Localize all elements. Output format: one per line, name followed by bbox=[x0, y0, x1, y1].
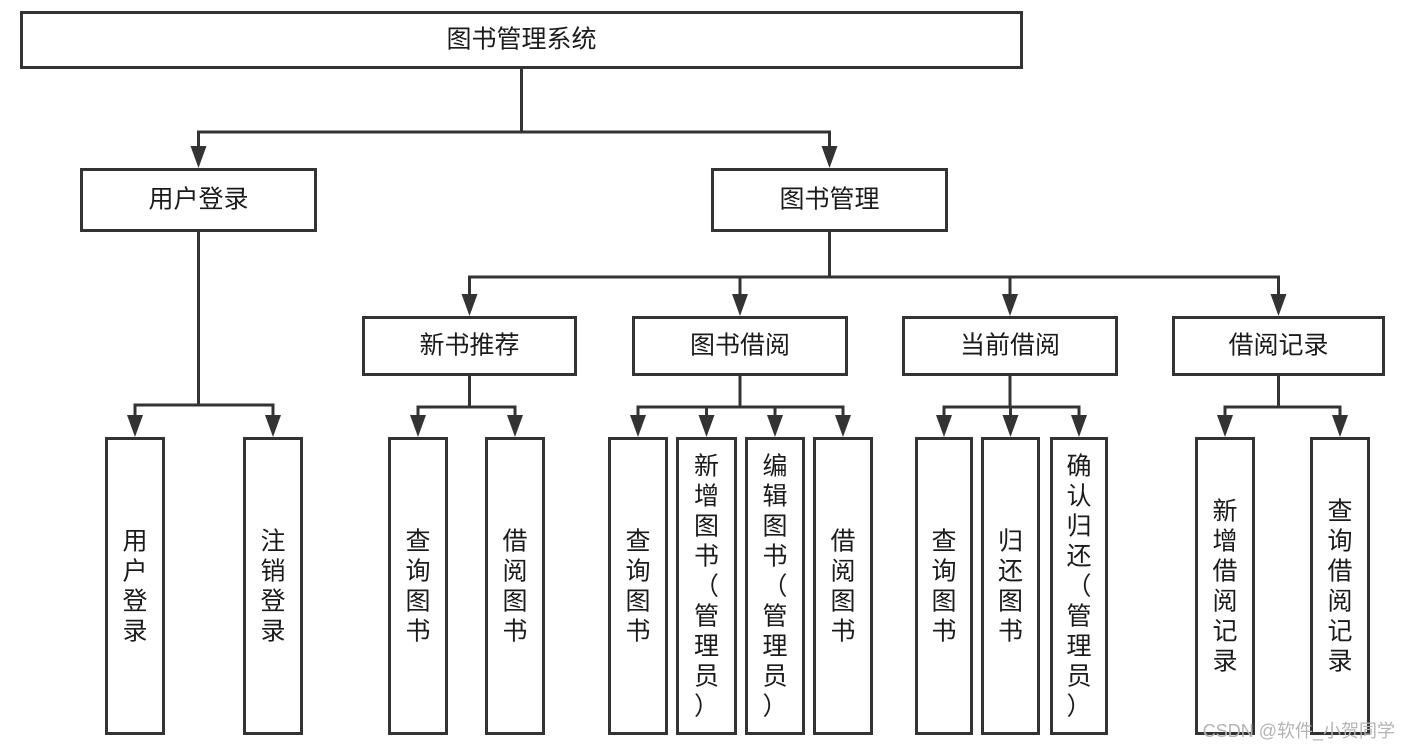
node-box[interactable] bbox=[243, 437, 303, 735]
node-leaf-8[interactable]: 查询图书 bbox=[915, 437, 973, 735]
node-label: 查询图书 bbox=[405, 527, 430, 645]
node-layer: 图书管理系统用户登录图书管理新书推荐图书借阅当前借阅借阅记录用户登录注销登录查询… bbox=[20, 11, 1385, 735]
node-label: 借阅图书 bbox=[502, 527, 527, 645]
node-box[interactable] bbox=[105, 437, 165, 735]
edge-group-l3-0 bbox=[410, 374, 523, 437]
node-l3-2[interactable]: 当前借阅 bbox=[902, 316, 1118, 376]
node-box[interactable] bbox=[1172, 316, 1385, 376]
node-label: 新增图书（管理员） bbox=[694, 452, 719, 720]
node-l3-0[interactable]: 新书推荐 bbox=[362, 316, 577, 376]
node-box[interactable] bbox=[1195, 437, 1255, 735]
node-leaf-12[interactable]: 查询借阅记录 bbox=[1310, 437, 1370, 735]
arrow-head-icon bbox=[835, 415, 851, 437]
node-box[interactable] bbox=[813, 437, 873, 735]
arrow-head-icon bbox=[461, 294, 478, 316]
arrow-head-icon bbox=[1002, 415, 1019, 437]
node-box[interactable] bbox=[902, 316, 1118, 376]
node-label: 新增借阅记录 bbox=[1212, 497, 1237, 675]
node-box[interactable] bbox=[388, 437, 448, 735]
arrow-head-icon bbox=[1332, 415, 1348, 437]
arrow-head-icon bbox=[698, 415, 715, 437]
arrow-head-icon bbox=[127, 415, 143, 437]
node-box[interactable] bbox=[981, 437, 1040, 735]
node-box[interactable] bbox=[676, 437, 737, 735]
node-leaf-2[interactable]: 查询图书 bbox=[388, 437, 448, 735]
node-box[interactable] bbox=[608, 437, 668, 735]
edge-group-l2-1 bbox=[461, 230, 1287, 316]
edge-group-l3-2 bbox=[936, 374, 1087, 437]
node-box[interactable] bbox=[1310, 437, 1370, 735]
node-l3-1[interactable]: 图书借阅 bbox=[632, 316, 848, 376]
node-label: 查询图书 bbox=[625, 527, 650, 645]
arrow-head-icon bbox=[1071, 415, 1087, 437]
node-leaf-1[interactable]: 注销登录 bbox=[243, 437, 303, 735]
connector-layer bbox=[127, 67, 1348, 437]
node-label: 查询借阅记录 bbox=[1327, 497, 1352, 675]
node-box[interactable] bbox=[485, 437, 545, 735]
edge-group-l2-0 bbox=[127, 230, 281, 437]
node-label: 用户登录 bbox=[122, 527, 147, 645]
edge-group-l3-1 bbox=[630, 374, 851, 437]
node-leaf-4[interactable]: 查询图书 bbox=[608, 437, 668, 735]
edge-group-l3-3 bbox=[1217, 374, 1348, 437]
arrow-head-icon bbox=[630, 415, 646, 437]
node-leaf-10[interactable]: 确认归还（管理员） bbox=[1050, 437, 1108, 735]
arrow-head-icon bbox=[1270, 294, 1287, 316]
node-label: 图书管理 bbox=[779, 186, 879, 214]
watermark-text: CSDN @软件_小贺同学 bbox=[1202, 721, 1395, 741]
arrow-head-icon bbox=[1002, 294, 1018, 316]
arrow-head-icon bbox=[732, 294, 748, 316]
node-label: 注销登录 bbox=[260, 527, 285, 645]
node-leaf-9[interactable]: 归还图书 bbox=[981, 437, 1040, 735]
node-leaf-5[interactable]: 新增图书（管理员） bbox=[676, 437, 737, 735]
node-label: 借阅记录 bbox=[1228, 332, 1328, 360]
arrow-head-icon bbox=[410, 415, 426, 437]
node-box[interactable] bbox=[20, 11, 1023, 69]
node-label: 当前借阅 bbox=[960, 332, 1060, 360]
edge-group-root bbox=[190, 67, 838, 168]
node-label: 图书管理系统 bbox=[446, 26, 596, 54]
node-leaf-6[interactable]: 编辑图书（管理员） bbox=[745, 437, 805, 735]
node-box[interactable] bbox=[711, 168, 948, 232]
node-root[interactable]: 图书管理系统 bbox=[20, 11, 1023, 69]
node-box[interactable] bbox=[915, 437, 973, 735]
node-box[interactable] bbox=[745, 437, 805, 735]
arrow-head-icon bbox=[1217, 415, 1233, 437]
node-l2-1[interactable]: 图书管理 bbox=[711, 168, 948, 232]
arrow-head-icon bbox=[507, 415, 523, 437]
node-leaf-3[interactable]: 借阅图书 bbox=[485, 437, 545, 735]
node-label: 借阅图书 bbox=[830, 527, 855, 645]
arrow-head-icon bbox=[265, 415, 281, 437]
node-label: 图书借阅 bbox=[690, 332, 790, 360]
node-box[interactable] bbox=[632, 316, 848, 376]
node-label: 查询图书 bbox=[931, 527, 956, 645]
arrow-head-icon bbox=[190, 146, 207, 168]
node-box[interactable] bbox=[362, 316, 577, 376]
node-l2-0[interactable]: 用户登录 bbox=[80, 168, 317, 232]
node-leaf-7[interactable]: 借阅图书 bbox=[813, 437, 873, 735]
arrow-head-icon bbox=[767, 415, 783, 437]
node-box[interactable] bbox=[1050, 437, 1108, 735]
node-l3-3[interactable]: 借阅记录 bbox=[1172, 316, 1385, 376]
node-leaf-0[interactable]: 用户登录 bbox=[105, 437, 165, 735]
node-label: 确认归还（管理员） bbox=[1066, 452, 1091, 720]
node-label: 用户登录 bbox=[148, 186, 248, 214]
node-label: 编辑图书（管理员） bbox=[762, 452, 787, 720]
node-box[interactable] bbox=[80, 168, 317, 232]
node-leaf-11[interactable]: 新增借阅记录 bbox=[1195, 437, 1255, 735]
node-label: 新书推荐 bbox=[419, 332, 519, 360]
arrow-head-icon bbox=[936, 415, 952, 437]
arrow-head-icon bbox=[821, 146, 838, 168]
node-label: 归还图书 bbox=[998, 527, 1023, 645]
